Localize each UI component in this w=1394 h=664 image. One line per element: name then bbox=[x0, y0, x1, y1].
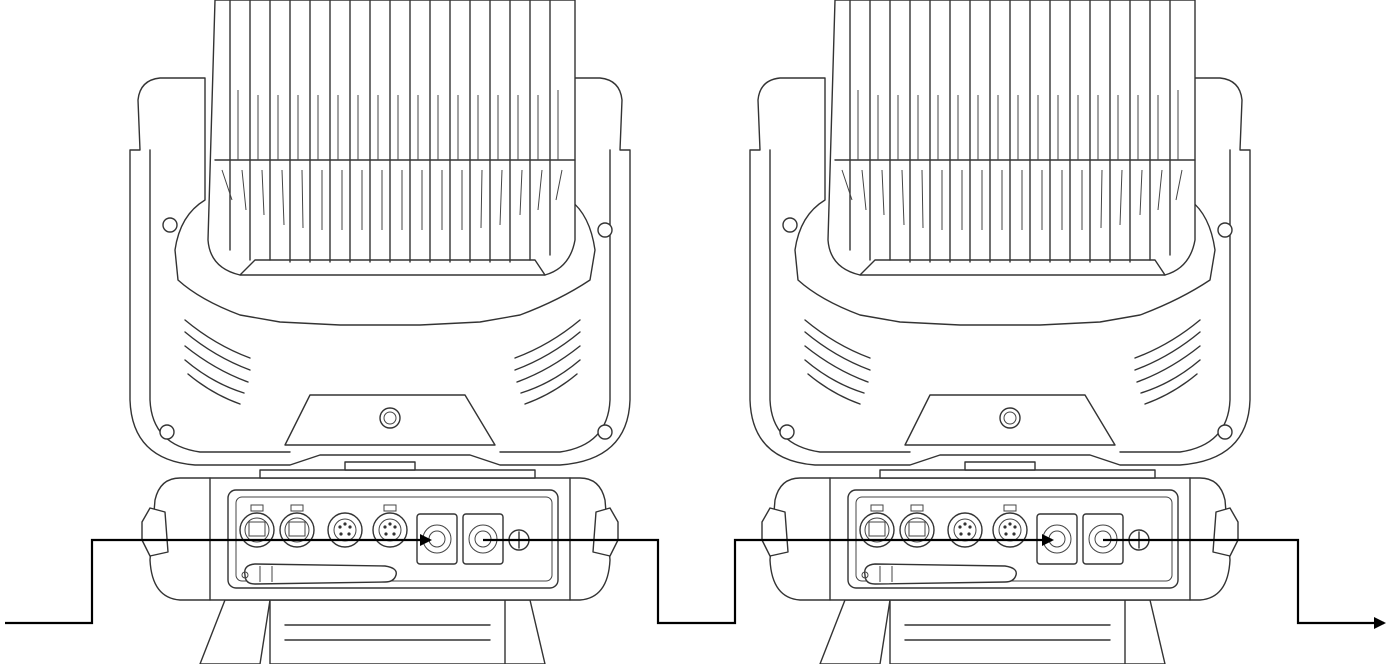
moving-head-fixture-1 bbox=[129, 0, 631, 664]
power-output-cable bbox=[1103, 538, 1386, 629]
power-link-cable bbox=[5, 534, 1386, 629]
power-link-cable-between-fixtures bbox=[483, 534, 1054, 625]
power-input-cable bbox=[5, 534, 432, 625]
moving-head-fixture-2 bbox=[749, 0, 1251, 664]
